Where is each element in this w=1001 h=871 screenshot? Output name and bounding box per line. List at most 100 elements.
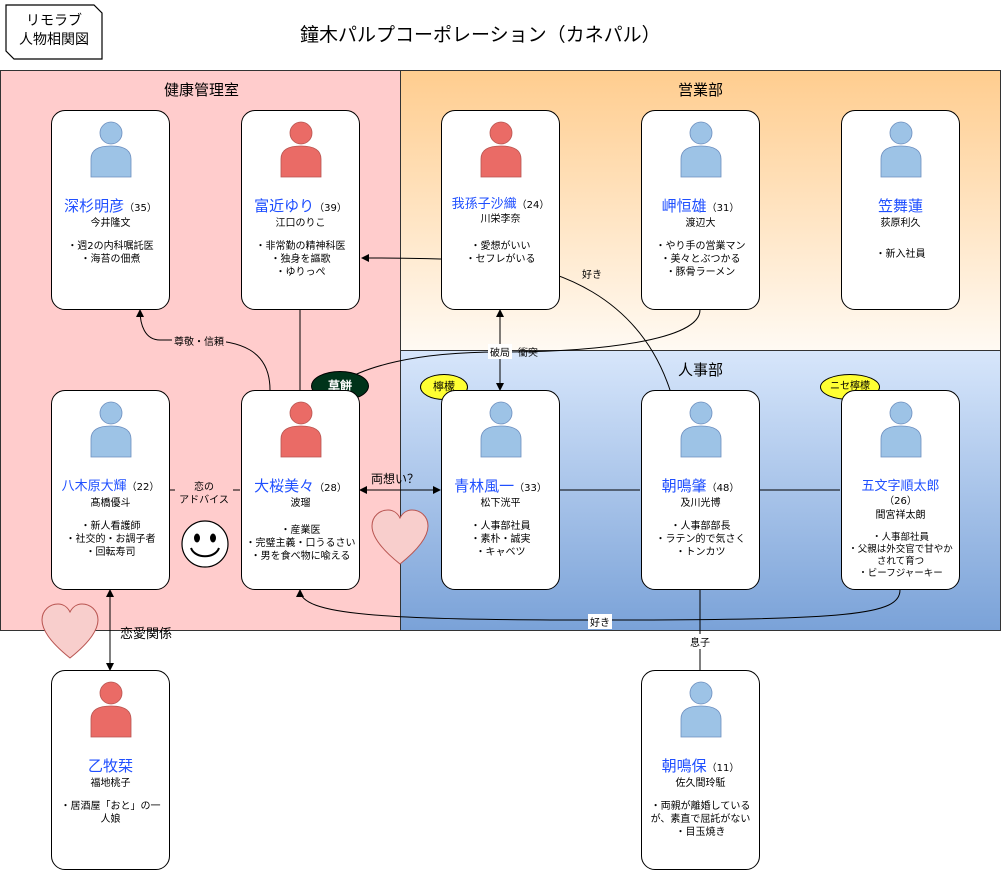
person-name: 笠舞蓮: [877, 197, 923, 215]
person-actor: 髙橋優斗: [90, 498, 131, 509]
person-actor: 佐久間玲駈: [675, 778, 726, 789]
label-ryoomoi: 両想い？: [371, 472, 420, 486]
person-note: ・トンカツ: [675, 547, 726, 558]
person-age: （26）: [884, 496, 917, 507]
corner-label-shape: [5, 4, 103, 60]
person-name: 八木原大輝: [61, 479, 127, 494]
person-note: ・完璧主義・口うるさい: [245, 538, 356, 549]
person-age: （39）: [314, 203, 347, 214]
label-shototsu: 衝突: [518, 348, 538, 359]
female-person-icon: [90, 681, 132, 738]
person-name: 朝鳴保: [661, 757, 707, 775]
person-name-row: 八木原大輝（22）: [52, 475, 169, 494]
page-title: 鐘木パルプコーポレーション（カネパル）: [300, 24, 661, 46]
person-note: ・独身を謳歌: [270, 254, 331, 265]
male-person-icon: [90, 121, 132, 178]
male-person-icon: [880, 121, 922, 178]
person-notes: ・新入社員: [844, 248, 957, 261]
person-actor: 今井隆文: [90, 218, 131, 229]
person-note: ・海苔の佃煮: [80, 254, 141, 265]
male-person-icon: [680, 681, 722, 738]
person-actor: 江口のりこ: [275, 218, 326, 229]
person-age: （22）: [126, 482, 160, 493]
label-suki-1: 好き: [582, 270, 602, 281]
person-note: ・セフレがいる: [465, 254, 536, 265]
person-notes: ・愛想がいい ・セフレがいる: [444, 240, 557, 266]
person-note: ・両親が離婚しているが、素直で屈託がない: [650, 801, 751, 825]
region-title-health: 健康管理室: [163, 81, 239, 99]
person-age: （48）: [706, 483, 740, 494]
person-name-row: 朝鳴保（11）: [642, 755, 759, 776]
person-card-asanaru-tamotsu: 朝鳴保（11） 佐久間玲駈 ・両親が離婚しているが、素直で屈託がない ・目玉焼き: [641, 670, 760, 870]
person-note: ・社交的・お調子者: [65, 534, 156, 545]
heart-icon: [371, 509, 429, 565]
heart-icon: [41, 603, 99, 659]
person-notes: ・人事部社員 ・素朴・誠実 ・キャベツ: [444, 520, 557, 559]
person-note: ・キャベツ: [475, 547, 526, 558]
person-note: ・人事部社員: [871, 532, 929, 543]
person-name: 富近ゆり: [254, 197, 315, 215]
person-name: 我孫子沙織: [451, 197, 517, 212]
region-title-sales: 営業部: [677, 81, 723, 99]
person-name-row: 我孫子沙織（24）: [442, 193, 559, 212]
person-age: （24）: [516, 200, 550, 211]
person-note: ・ラテン的で気さく: [655, 534, 746, 545]
person-notes: ・人事部社員 ・父親は外交官で甘やかされて育つ ・ビーフジャーキー: [844, 532, 957, 580]
male-person-icon: [680, 401, 722, 458]
person-name: 大桜美々: [254, 477, 315, 495]
person-note: ・週2の内科嘱託医: [67, 241, 154, 252]
person-card-aobayashi: 青林風一（33） 松下洸平 ・人事部社員 ・素朴・誠実 ・キャベツ: [441, 390, 560, 590]
male-person-icon: [480, 401, 522, 458]
label-love-advice-1: 恋の: [175, 478, 233, 493]
label-respect: 尊敬・信頼: [172, 333, 226, 348]
person-note: ・新人看護師: [80, 521, 141, 532]
person-name: 朝鳴肇: [661, 477, 707, 495]
person-card-kasamai: 笠舞蓮 荻原利久 ・新入社員: [841, 110, 960, 310]
person-name-row: 深杉明彦（35）: [52, 195, 169, 216]
person-note: ・男を食べ物に喩える: [250, 551, 351, 562]
person-note: ・豚骨ラーメン: [665, 267, 736, 278]
person-name-row: 朝鳴肇（48）: [642, 475, 759, 496]
person-age: （28）: [314, 483, 347, 494]
person-notes: ・非常勤の精神科医 ・独身を謳歌 ・ゆりっぺ: [244, 240, 357, 279]
person-age: （33）: [514, 483, 547, 494]
corner-label-line2: 人物相関図: [19, 32, 89, 48]
person-actor: 福地桃子: [90, 778, 131, 789]
person-note: ・居酒屋「おと」の一人娘: [60, 801, 161, 825]
person-note: ・ゆりっぺ: [275, 267, 326, 278]
person-notes: ・人事部部長 ・ラテン的で気さく ・トンカツ: [644, 520, 757, 559]
person-name: 五文字順太郎: [861, 479, 940, 494]
person-card-misaki: 岬恒雄（31） 渡辺大 ・やり手の営業マン ・美々とぶつかる ・豚骨ラーメン: [641, 110, 760, 310]
label-love-advice-2: アドバイス: [175, 491, 233, 506]
person-name-row: 青林風一（33）: [442, 475, 559, 496]
person-age: （11）: [706, 763, 740, 774]
label-hakyoku: 破局: [488, 344, 512, 359]
person-card-gomonji: 五文字順太郎 （26） 間宮祥太朗 ・人事部社員 ・父親は外交官で甘やかされて育…: [841, 390, 960, 590]
person-note: ・美々とぶつかる: [660, 254, 741, 265]
person-actor: 及川光博: [680, 498, 721, 509]
person-note: ・人事部社員: [470, 521, 531, 532]
person-card-abiko: 我孫子沙織（24） 川栄李奈 ・愛想がいい ・セフレがいる: [441, 110, 560, 310]
person-note: ・愛想がいい: [470, 241, 531, 252]
person-note: ・素朴・誠実: [470, 534, 531, 545]
person-actor: 川栄李奈: [480, 214, 521, 225]
corner-label-line1: リモラブ: [26, 13, 82, 29]
smiley-icon: [181, 520, 229, 568]
person-name: 岬恒雄: [661, 197, 707, 215]
label-musuko: 息子: [688, 634, 712, 649]
person-actor: 松下洸平: [480, 498, 521, 509]
person-card-fukasugi: 深杉明彦（35） 今井隆文 ・週2の内科嘱託医 ・海苔の佃煮: [51, 110, 170, 310]
female-person-icon: [280, 121, 322, 178]
person-notes: ・新人看護師 ・社交的・お調子者 ・回転寿司: [54, 520, 167, 559]
label-suki-2: 好き: [588, 614, 612, 629]
male-person-icon: [680, 121, 722, 178]
person-note: ・やり手の営業マン: [655, 241, 746, 252]
person-note: ・ビーフジャーキー: [858, 568, 943, 579]
person-notes: ・両親が離婚しているが、素直で屈託がない ・目玉焼き: [644, 800, 757, 839]
person-note: ・人事部部長: [670, 521, 731, 532]
person-note: ・父親は外交官で甘やかされて育つ: [848, 544, 953, 567]
person-card-yagihara: 八木原大輝（22） 髙橋優斗 ・新人看護師 ・社交的・お調子者 ・回転寿司: [51, 390, 170, 590]
region-title-hr: 人事部: [677, 361, 723, 379]
line-misaki-ozakura: [329, 309, 701, 391]
person-notes: ・やり手の営業マン ・美々とぶつかる ・豚骨ラーメン: [644, 240, 757, 279]
